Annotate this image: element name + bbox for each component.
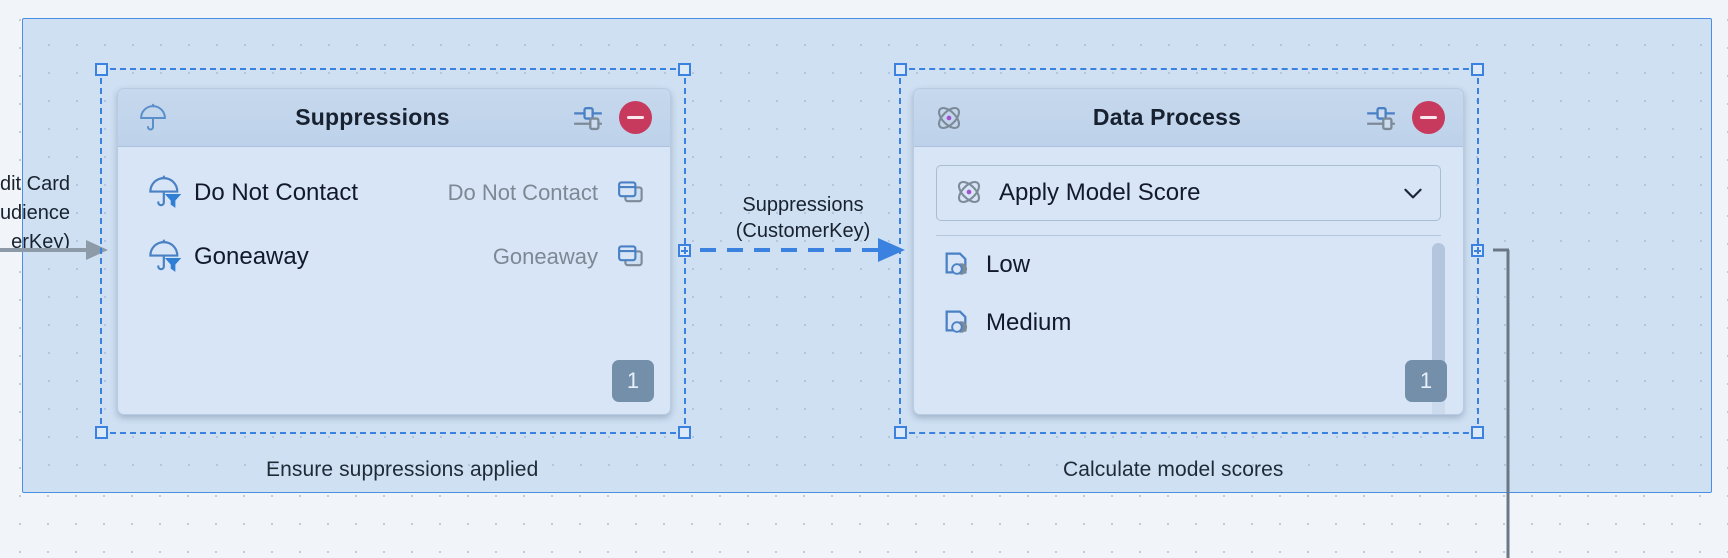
umbrella-filter-icon [146, 238, 184, 276]
minus-icon [627, 115, 644, 120]
resize-handle-bottom-right[interactable] [1471, 426, 1484, 439]
card-title-suppressions: Suppressions [295, 104, 450, 130]
remove-card-button[interactable] [1412, 101, 1445, 134]
list-item-name: Do Not Contact [194, 179, 359, 206]
atom-icon [932, 101, 966, 135]
connector-handle-right[interactable] [1471, 244, 1484, 257]
status-badge: 1 [1405, 360, 1447, 402]
resize-handle-top-right[interactable] [678, 63, 691, 76]
sliders-icon[interactable] [1364, 101, 1398, 135]
card-header-suppressions: Suppressions [118, 89, 670, 147]
card-title-dataprocess: Data Process [1092, 104, 1242, 130]
card-dataprocess[interactable]: Data Process [913, 88, 1464, 415]
resize-handle-top-left[interactable] [894, 63, 907, 76]
resize-handle-bottom-left[interactable] [95, 426, 108, 439]
list-item-value: Goneaway [492, 244, 598, 269]
list-item[interactable]: Low [914, 236, 1463, 294]
chevron-down-icon[interactable] [1400, 180, 1426, 206]
list-item-name: Goneaway [194, 243, 309, 270]
incoming-connector-label: dit Card udience erKey) [0, 173, 70, 253]
sliders-icon[interactable] [571, 101, 605, 135]
remove-card-button[interactable] [619, 101, 652, 134]
copy-icon[interactable] [616, 179, 646, 207]
resize-handle-top-left[interactable] [95, 63, 108, 76]
list-item[interactable]: Do Not Contact Do Not Contact [118, 161, 670, 225]
stage-caption-right: Calculate model scores [1063, 458, 1284, 481]
list-item-label: Low [986, 251, 1031, 278]
list-item-label: Medium [986, 309, 1072, 336]
resize-handle-top-right[interactable] [1471, 63, 1484, 76]
scrollbar-thumb[interactable] [1432, 243, 1445, 383]
stage-caption-left: Ensure suppressions applied [266, 458, 539, 481]
select-value: Apply Model Score [999, 179, 1201, 206]
connector-handle-right[interactable] [678, 244, 691, 257]
umbrella-filter-icon [146, 174, 184, 212]
list-item[interactable]: Goneaway Goneaway [118, 225, 670, 289]
list-item-value: Do Not Contact [447, 180, 598, 205]
selection-frame-suppressions[interactable] [95, 63, 691, 439]
card-body-suppressions: Do Not Contact Do Not Contact [118, 147, 670, 414]
minus-icon [1420, 115, 1437, 120]
resize-handle-bottom-left[interactable] [894, 426, 907, 439]
connector-label-suppressions: Suppressions (CustomerKey) [735, 194, 871, 242]
selection-frame-dataprocess[interactable] [894, 63, 1484, 439]
status-badge: 1 [612, 360, 654, 402]
data-extension-icon [942, 249, 974, 281]
card-header-dataprocess: Data Process [914, 89, 1463, 147]
data-extension-icon [942, 307, 974, 339]
umbrella-icon [136, 101, 170, 135]
card-suppressions[interactable]: Suppressions [117, 88, 671, 415]
list-item[interactable]: Medium [914, 294, 1463, 352]
card-body-dataprocess: Apply Model Score Low [914, 147, 1463, 414]
atom-icon [953, 176, 987, 210]
resize-handle-bottom-right[interactable] [678, 426, 691, 439]
copy-icon[interactable] [616, 243, 646, 271]
apply-model-score-select[interactable]: Apply Model Score [936, 165, 1441, 221]
divider [936, 235, 1441, 236]
